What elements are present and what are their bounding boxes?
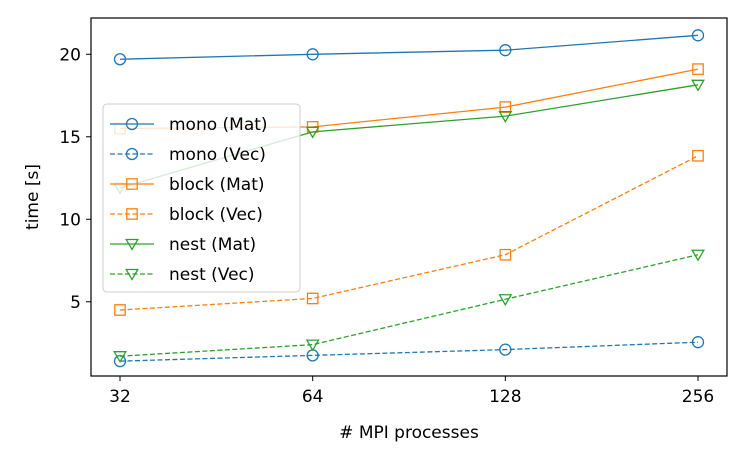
data-point-mono-mat — [306, 48, 319, 61]
legend: mono (Mat) mono (Vec) block (Mat) block (Ve… — [102, 103, 301, 293]
data-point-nest-vec — [305, 339, 320, 352]
x-axis-label: # MPI processes — [339, 423, 479, 443]
data-point-nest-vec — [113, 351, 127, 363]
y-tick-label: 20 — [59, 45, 81, 65]
legend-marker-mono-vec — [125, 147, 139, 161]
y-tick-label: 15 — [59, 128, 81, 148]
y-tick-label: 5 — [70, 293, 81, 313]
legend-label-nest-mat: nest (Mat) — [169, 235, 256, 255]
x-tick-label: 64 — [302, 387, 324, 407]
data-point-block-vec — [306, 292, 319, 305]
data-point-block-mat — [692, 63, 704, 75]
series-mono-mat — [113, 29, 705, 66]
legend-marker-nest-vec — [125, 268, 139, 281]
legend-marker-block-mat — [126, 178, 138, 190]
data-point-mono-mat — [499, 44, 512, 57]
data-point-mono-vec — [499, 343, 512, 356]
series-mono-vec — [113, 336, 705, 368]
x-tick-label: 32 — [109, 387, 131, 407]
series-block-vec — [114, 149, 704, 316]
series-nest-vec — [113, 249, 705, 363]
data-point-mono-mat — [691, 29, 705, 42]
legend-label-nest-vec: nest (Vec) — [169, 265, 255, 285]
legend-marker-mono-mat — [125, 117, 139, 131]
data-point-mono-mat — [113, 53, 127, 66]
data-point-block-vec — [499, 248, 512, 261]
data-point-mono-vec — [691, 336, 705, 349]
y-axis-label: time [s] — [23, 164, 43, 230]
y-tick-label: 10 — [59, 210, 81, 230]
legend-label-block-mat: block (Mat) — [169, 175, 265, 195]
legend-marker-nest-mat — [125, 238, 139, 251]
data-point-nest-mat — [498, 111, 513, 123]
x-tick-label: 128 — [489, 387, 521, 407]
data-point-nest-vec — [691, 249, 705, 262]
data-point-nest-mat — [691, 79, 705, 92]
x-tick-label: 256 — [682, 387, 714, 407]
data-point-nest-mat — [305, 126, 320, 139]
series-line-nest-vec — [119, 254, 699, 357]
y-axis: 5 10 15 20 — [59, 45, 91, 313]
plot-frame — [90, 17, 728, 377]
legend-label-block-vec: block (Vec) — [169, 205, 263, 225]
series-line-block-vec — [119, 155, 699, 311]
legend-box — [102, 103, 301, 293]
series-line-mono-vec — [119, 341, 699, 362]
legend-marker-block-vec — [126, 208, 138, 220]
data-point-block-vec — [692, 149, 704, 162]
data-point-block-vec — [114, 304, 126, 316]
legend-label-mono-vec: mono (Vec) — [169, 145, 266, 165]
series-line-mono-mat — [119, 34, 699, 60]
x-axis: 32 64 128 256 — [109, 376, 714, 407]
data-point-nest-vec — [498, 294, 513, 307]
legend-label-mono-mat: mono (Mat) — [169, 115, 268, 135]
